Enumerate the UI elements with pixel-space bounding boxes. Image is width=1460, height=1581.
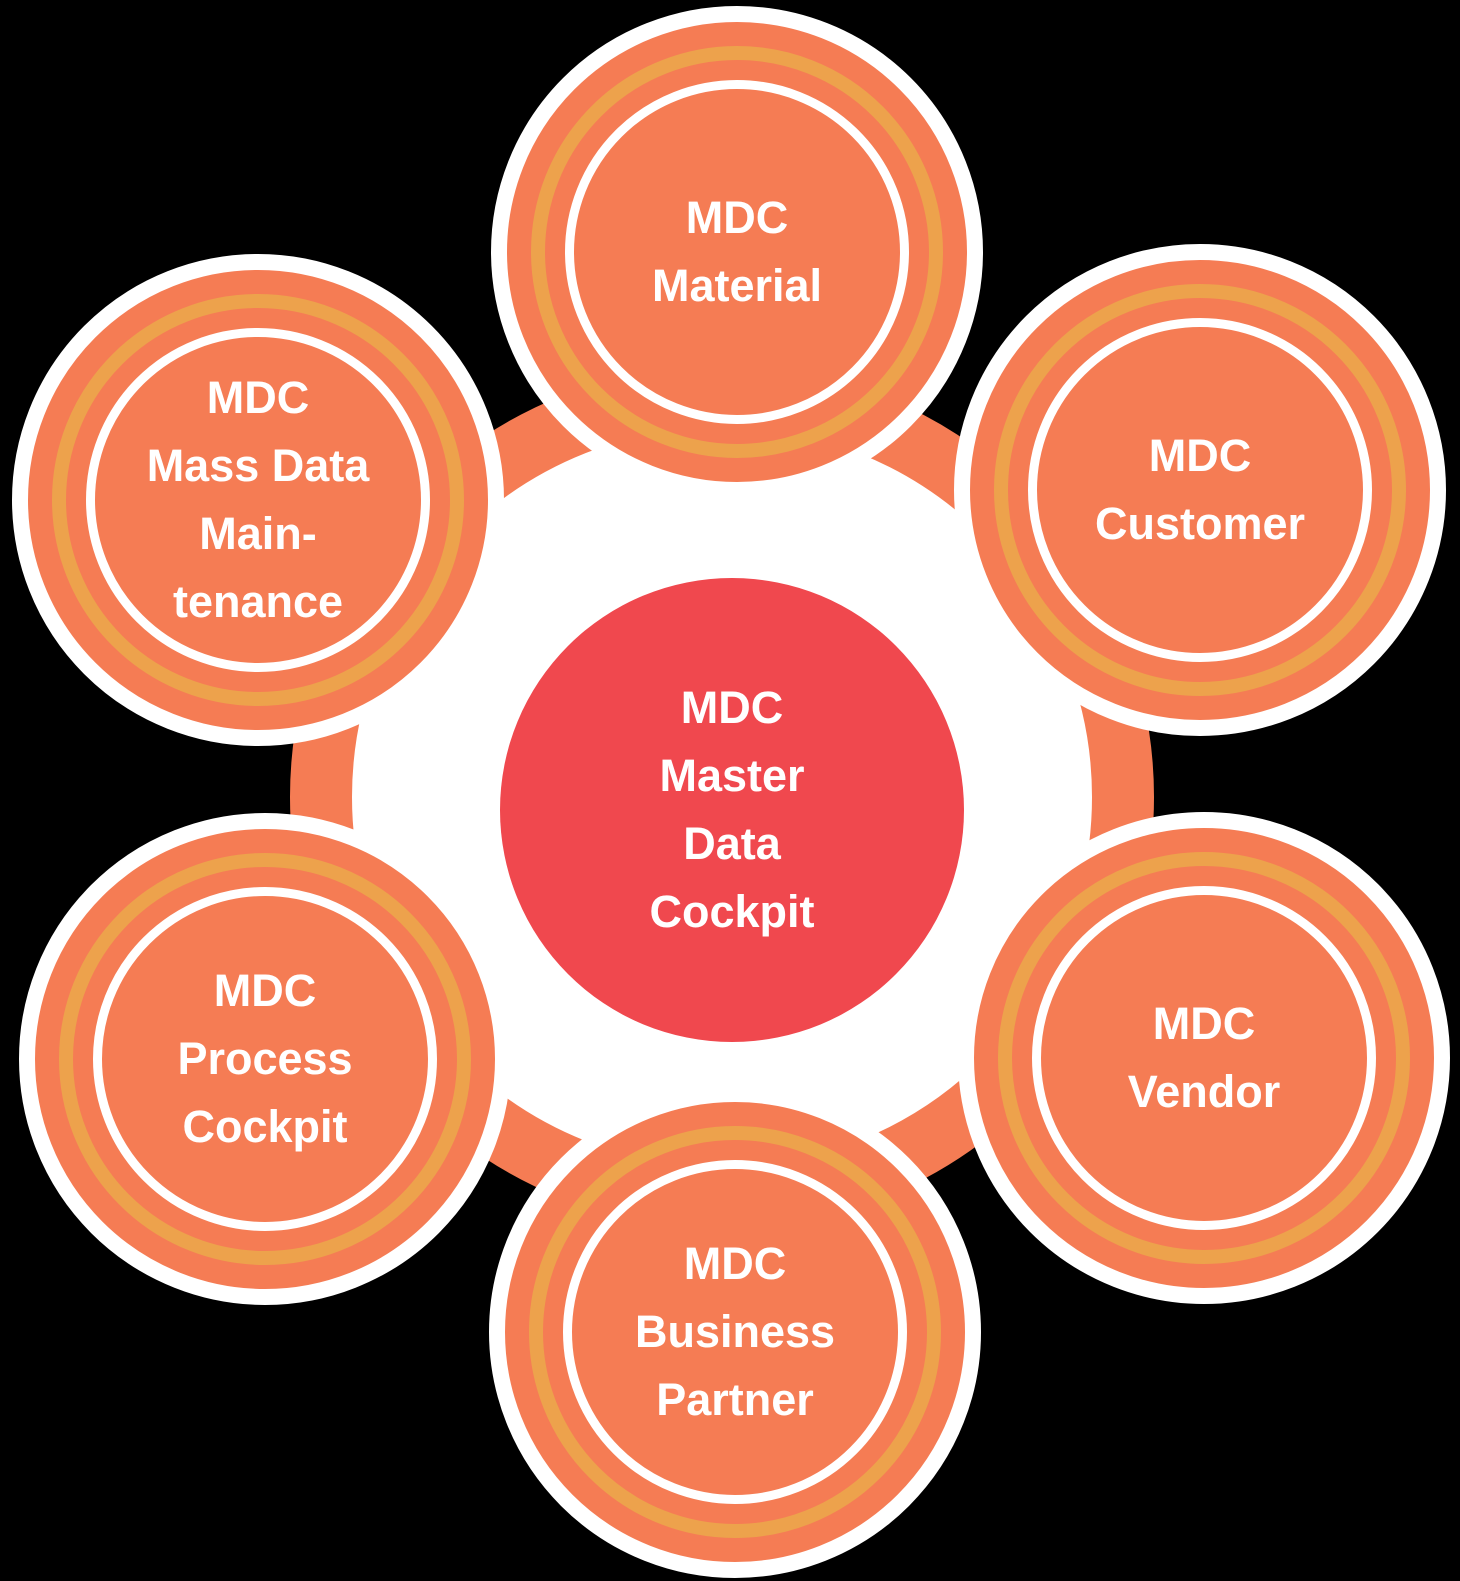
node-label-line: Main- [199, 508, 317, 559]
hub-label-line: Cockpit [649, 886, 815, 937]
node-mdc-vendor: MDC Vendor [958, 812, 1450, 1304]
node-label-customer: MDC Customer [970, 260, 1430, 720]
node-label-line: MDC [1148, 430, 1252, 481]
node-label-line: Process [177, 1033, 353, 1084]
node-label-line: tenance [172, 576, 344, 627]
white-ring [93, 887, 437, 1231]
node-label-line: Partner [656, 1374, 814, 1425]
node-label-process-cockpit: MDC Process Cockpit [35, 829, 495, 1289]
node-mdc-material: MDC Material [491, 6, 983, 498]
node-label-vendor: MDC Vendor [974, 828, 1434, 1288]
node-mdc-business-partner: MDC Business Partner [489, 1086, 981, 1578]
white-ring [1028, 318, 1372, 662]
node-label-line: Mass Data [146, 440, 370, 491]
node-label-line: Material [651, 260, 823, 311]
node-label-line: Business [634, 1306, 836, 1357]
node-label-material: MDC Material [507, 22, 967, 482]
hub-label: MDC Master Data Cockpit [500, 578, 964, 1042]
node-label-line: MDC [213, 965, 317, 1016]
node-mdc-customer: MDC Customer [954, 244, 1446, 736]
node-mdc-mass-data-maintenance: MDC Mass Data Main- tenance [12, 254, 504, 746]
node-label-line: MDC [206, 372, 310, 423]
node-label-line: MDC [685, 192, 789, 243]
white-ring [1032, 886, 1376, 1230]
node-mdc-process-cockpit: MDC Process Cockpit [19, 813, 511, 1305]
node-label-line: MDC [683, 1238, 787, 1289]
node-label-line: MDC [1152, 998, 1256, 1049]
white-ring [565, 80, 909, 424]
hub-label-line: Master [659, 750, 805, 801]
hub-label-line: MDC [680, 682, 784, 733]
node-label-mass-data-maintenance: MDC Mass Data Main- tenance [28, 270, 488, 730]
white-ring [86, 328, 430, 672]
node-label-line: Vendor [1127, 1066, 1281, 1117]
node-label-line: Customer [1094, 498, 1306, 549]
node-label-line: Cockpit [182, 1101, 348, 1152]
hub-label-line: Data [683, 818, 781, 869]
hub-mdc-master-data-cockpit: MDC Master Data Cockpit [500, 578, 964, 1042]
node-label-business-partner: MDC Business Partner [505, 1102, 965, 1562]
white-ring [563, 1160, 907, 1504]
